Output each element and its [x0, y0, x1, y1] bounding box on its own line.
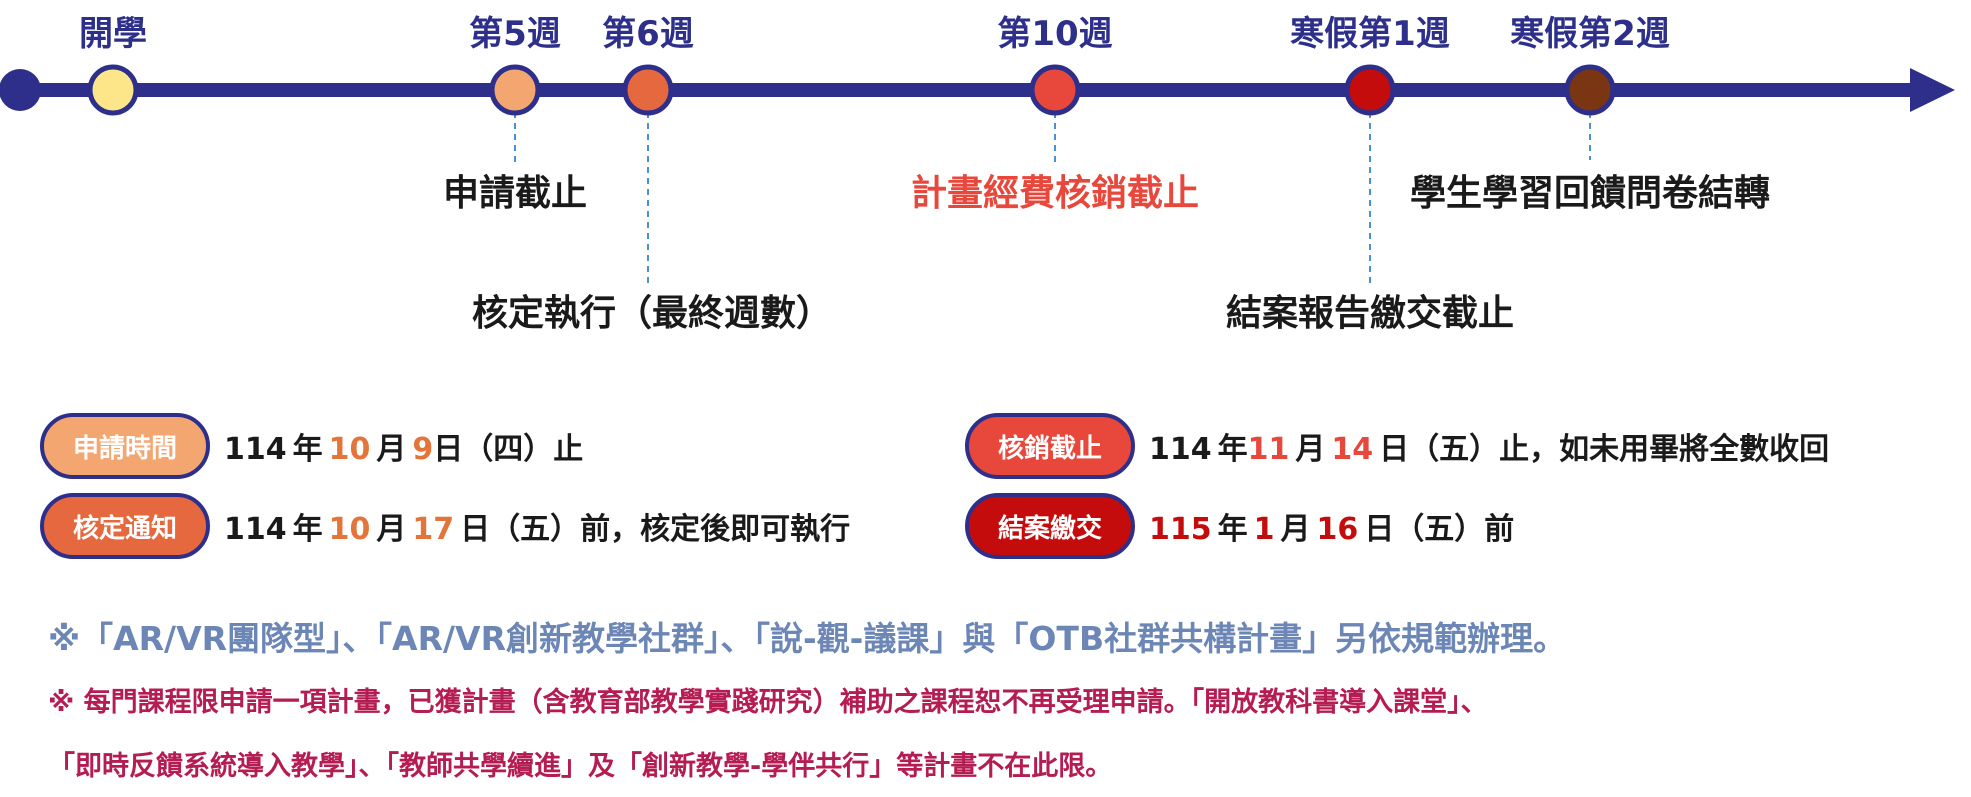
- event-label-approve-execute: 核定執行（最終週數）: [471, 293, 833, 334]
- milestone-dot-winter-week1: [1344, 64, 1396, 116]
- note-one-plan-rule: ※ 每門課程限申請一項計畫，已獲計畫（含教育部教學實踐研究）補助之課程恕不再受理…: [48, 687, 1488, 718]
- timeline-arrowhead: [1910, 68, 1955, 112]
- badge-reimburse-deadline: 核銷截止: [965, 413, 1135, 479]
- event-label-survey-transfer: 學生學習回饋問卷結轉: [1409, 173, 1771, 214]
- timeline-diagram: [0, 64, 1955, 283]
- badge-approve-notice: 核定通知: [40, 493, 210, 559]
- milestone-label-school-start: 開學: [79, 14, 147, 54]
- note-special-programs: ※「AR/VR團隊型」、「AR/VR創新教學社群」、「說-觀-議課」與「OTB社…: [48, 619, 1567, 658]
- milestone-dot-week10: [1029, 64, 1081, 116]
- milestone-dot-week6: [622, 64, 674, 116]
- milestone-label-winter-week2: 寒假第2週: [1510, 14, 1670, 54]
- event-label-report-deadline: 結案報告繳交截止: [1225, 293, 1515, 334]
- event-label-apply-deadline: 申請截止: [442, 173, 588, 214]
- milestone-dot-week5: [489, 64, 541, 116]
- milestone-label-week5: 第5週: [469, 14, 561, 54]
- badge-close-submit: 結案繳交: [965, 493, 1135, 559]
- milestone-label-week6: 第6週: [602, 14, 694, 54]
- event-label-reimburse-deadline: 計畫經費核銷截止: [910, 173, 1200, 214]
- note-exceptions: 「即時反饋系統導入教學」、「教師共學續進」及「創新教學-學伴共行」等計畫不在此限…: [48, 751, 1113, 782]
- timeline-start-dot: [0, 69, 41, 111]
- milestone-dot-winter-week2: [1564, 64, 1616, 116]
- milestone-dot-school-start: [87, 64, 139, 116]
- milestone-label-week10: 第10週: [997, 14, 1113, 54]
- milestone-label-winter-week1: 寒假第1週: [1290, 14, 1450, 54]
- badge-apply-time: 申請時間: [40, 413, 210, 479]
